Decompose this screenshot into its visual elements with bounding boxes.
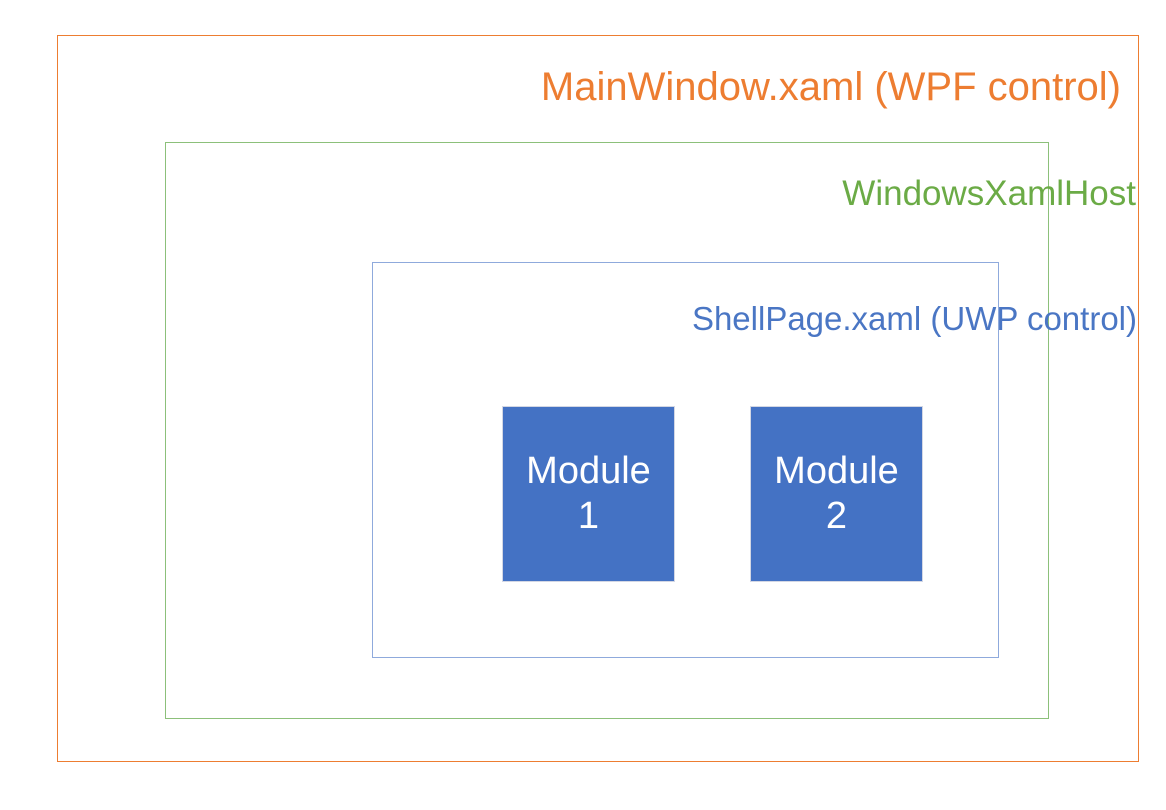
module-2-box: Module 2	[750, 406, 923, 582]
windowsxamlhost-label: WindowsXamlHost	[842, 174, 1136, 213]
module-1-label: Module 1	[526, 450, 651, 537]
mainwindow-label: MainWindow.xaml (WPF control)	[540, 65, 1121, 109]
module-1-box: Module 1	[502, 406, 675, 582]
module-2-label: Module 2	[774, 450, 899, 537]
shellpage-label: ShellPage.xaml (UWP control)	[691, 300, 1137, 337]
